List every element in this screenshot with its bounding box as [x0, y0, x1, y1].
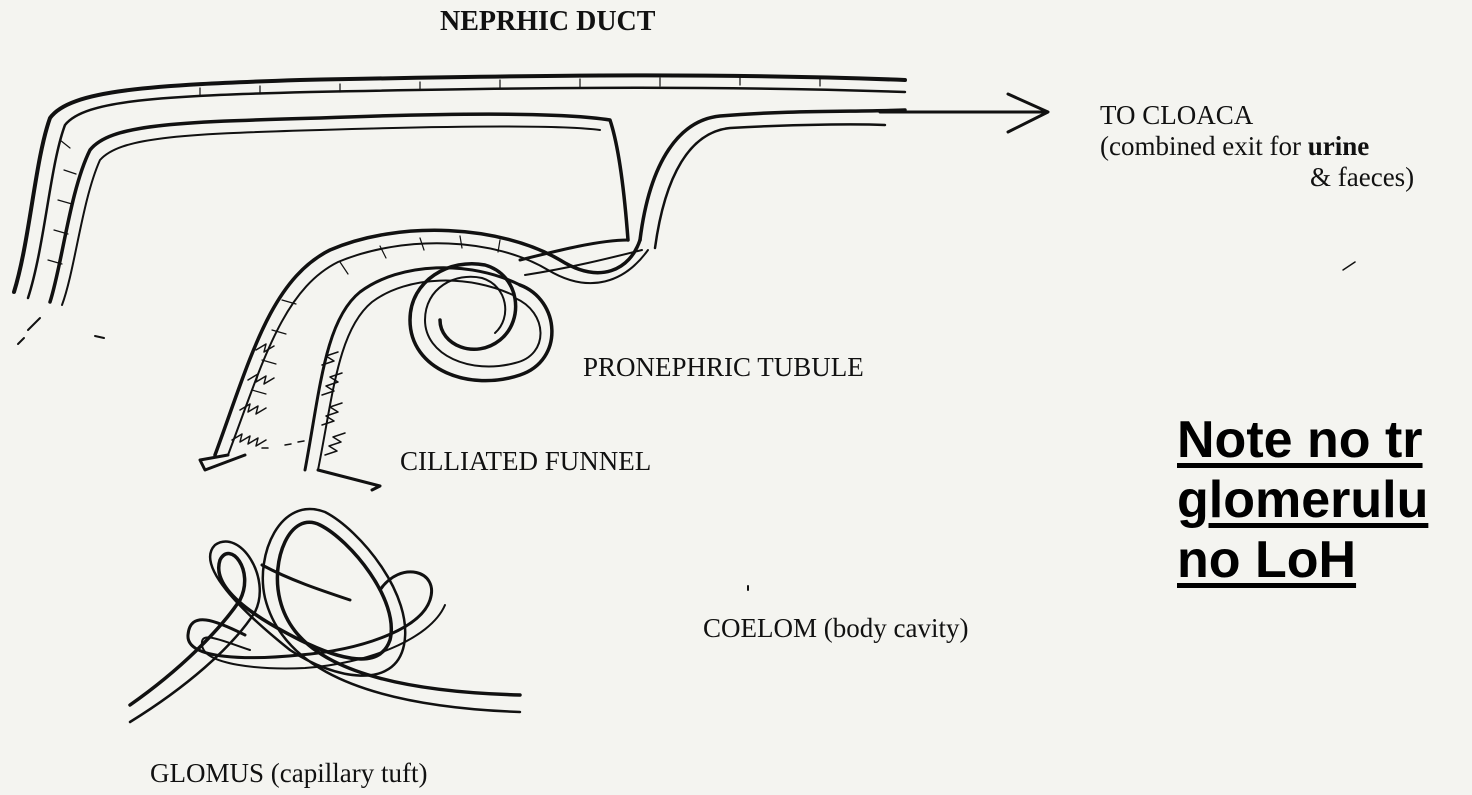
tubule-inner-wall-2	[318, 281, 515, 470]
duct-exit-lower-wall	[640, 110, 905, 240]
glomus-label: GLOMUS (capillary tuft)	[150, 758, 427, 789]
to-cloaca-line1: TO CLOACA	[1100, 100, 1414, 131]
duct-exit-lower-wall-2	[655, 124, 885, 248]
tubule-outer-wall	[215, 230, 640, 455]
stray-mark	[1343, 262, 1355, 270]
note-line2: glomerulu	[1177, 470, 1428, 530]
to-cloaca-line2-urine: urine	[1308, 131, 1370, 161]
funnel-dashes	[262, 441, 304, 448]
to-cloaca-line2: (combined exit for urine	[1100, 131, 1414, 162]
nephric-duct-outer-wall-inner	[28, 88, 905, 298]
note-text: Note no tr glomerulu no LoH	[1177, 410, 1428, 590]
to-cloaca-line2-pre: (combined exit for	[1100, 131, 1308, 161]
glomus-tuft	[130, 509, 520, 722]
cilia-right	[322, 352, 345, 455]
funnel-left-edge	[200, 455, 245, 470]
funnel-right-edge	[318, 470, 380, 490]
pronephric-tubule-label: PRONEPHRIC TUBULE	[583, 352, 864, 383]
note-line1: Note no tr	[1177, 410, 1428, 470]
cilliated-funnel-label: CILLIATED FUNNEL	[400, 446, 651, 477]
nephric-duct-label: NEPRHIC DUCT	[440, 6, 655, 38]
nephric-duct-inner-wall-2	[62, 127, 600, 305]
duct-hatching	[48, 77, 820, 264]
faint-dashes-left	[18, 318, 104, 344]
tubule-hatching	[252, 236, 500, 394]
nephric-duct-outer-wall	[14, 75, 905, 292]
to-cloaca-line3: & faeces)	[1100, 162, 1414, 193]
to-cloaca-label: TO CLOACA (combined exit for urine & fae…	[1100, 100, 1414, 193]
coelom-label: COELOM (body cavity)	[703, 613, 968, 644]
tubule-coil-inner	[425, 277, 541, 367]
note-line3: no LoH	[1177, 530, 1428, 590]
